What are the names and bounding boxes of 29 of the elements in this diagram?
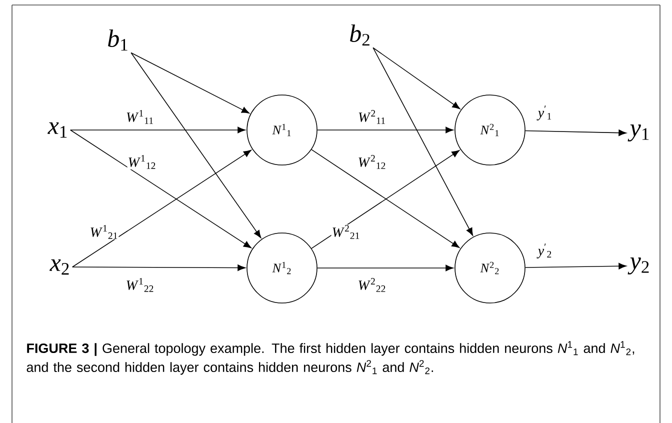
weight-label: W$^{2}$21 <box>331 224 361 240</box>
weight-label: W$^{2}$22 <box>357 278 387 292</box>
arrow <box>372 47 474 236</box>
arrow <box>72 150 252 268</box>
arrow <box>72 264 246 271</box>
weight-label: W$^{2}$11 <box>357 110 387 124</box>
variable-label: y$_{2}$ <box>628 258 649 274</box>
arrow <box>130 52 262 238</box>
arrow <box>317 264 454 272</box>
variable-label: b$_{2}$ <box>350 24 370 46</box>
figure-caption: FIGURE 3 | General topology example. The first hidden layer contains hidden neurons N$^{1}$$_{1}$ and N$^{1}$$_{2}$, and the second hidden layer contains hidden neurons N$^{2}$$_{1}$ and N$^{2}$$_{2}$. <box>26 341 634 375</box>
weight-label: y$^{′}$2 <box>536 243 553 259</box>
arrow <box>525 130 626 136</box>
arrow <box>372 47 460 110</box>
arrow <box>70 130 252 248</box>
weight-label: W$^{2}$12 <box>357 154 387 170</box>
weight-label: W$^{1}$22 <box>125 278 155 292</box>
variable-label: x$_{1}$ <box>48 122 67 138</box>
arrow <box>317 126 454 134</box>
weight-label: y$^{′}$1 <box>536 105 553 121</box>
arrow <box>525 262 626 270</box>
variable-label: b$_{1}$ <box>108 29 128 51</box>
variable-label: y$_{1}$ <box>628 124 649 142</box>
weight-label: W$^{1}$12 <box>127 154 157 170</box>
variable-label: x$_{2}$ <box>50 259 69 275</box>
weight-label: W$^{1}$11 <box>125 110 155 124</box>
weight-label: W$^{1}$21 <box>89 224 119 240</box>
arrow <box>130 52 250 114</box>
arrow <box>70 126 246 134</box>
